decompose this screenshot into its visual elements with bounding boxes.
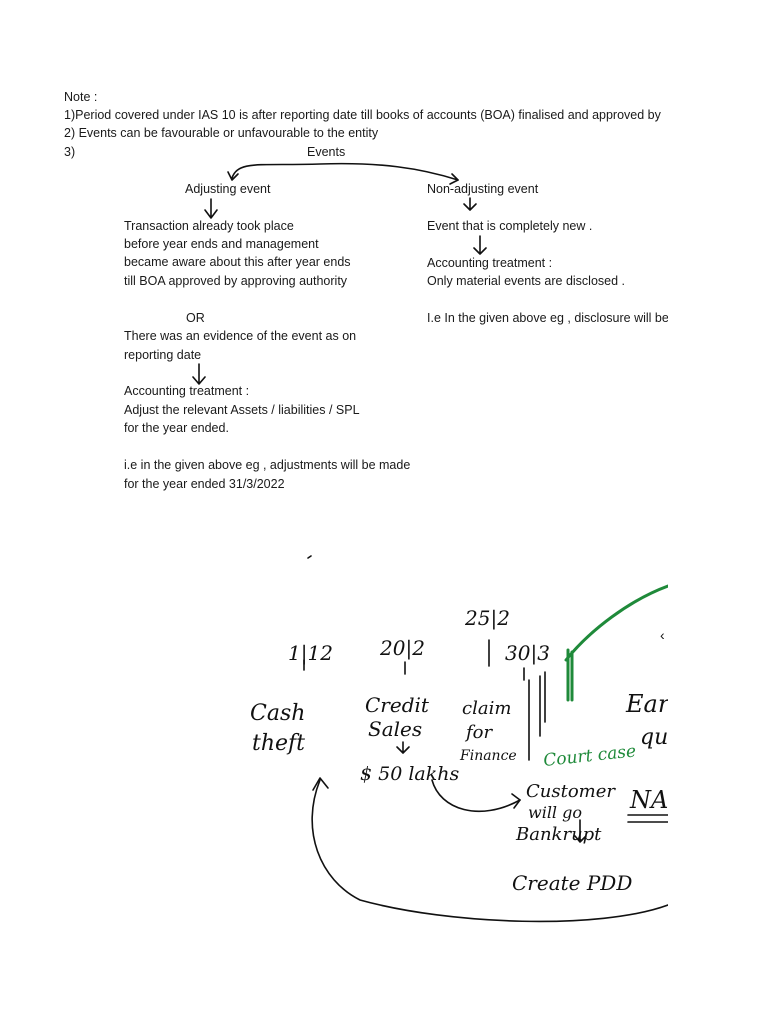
hw-sales: Sales xyxy=(368,717,422,741)
note-point-1: 1)Period covered under IAS 10 is after r… xyxy=(64,108,661,122)
non-adjusting-treatment-line: Only material events are disclosed . xyxy=(427,274,626,288)
year-end-double-line xyxy=(539,671,546,737)
hw-amount: $ 50 lakhs xyxy=(360,763,459,785)
hw-bankrupt: Bankrupt xyxy=(515,824,602,845)
adjusting-alt-line-2: reporting date xyxy=(124,348,202,362)
note-heading: Note : xyxy=(64,90,98,104)
events-title: Events xyxy=(307,145,346,159)
brace-right-hook xyxy=(449,173,459,185)
adjusting-treatment-line-2: for the year ended. xyxy=(124,421,229,435)
adjusting-or-label: OR xyxy=(186,311,205,325)
document-page: Note : 1)Period covered under IAS 10 is … xyxy=(64,90,668,923)
hw-date-1: 1|12 xyxy=(288,641,333,666)
hw-cutoff-mark: ‹ xyxy=(660,627,665,643)
hw-for: for xyxy=(464,722,493,743)
non-adjusting-example-line: I.e In the given above eg , disclosure w… xyxy=(427,311,668,325)
handwritten-annotations: 1|12 20|2 25|2 30|3 Cash theft Credit Sa… xyxy=(192,162,668,923)
green-arrow-stroke xyxy=(564,584,668,662)
long-curved-arrow xyxy=(311,779,668,923)
note-point-2: 2) Events can be favourable or unfavoura… xyxy=(64,126,379,140)
adjusting-example-line-2: for the year ended 31/3/2022 xyxy=(124,477,285,491)
hw-cash: Cash xyxy=(250,701,305,726)
down-arrow-icon xyxy=(574,819,587,843)
non-adjusting-event-heading: Non-adjusting event xyxy=(427,182,539,196)
adjusting-example-line-1: i.e in the given above eg , adjustments … xyxy=(124,458,411,472)
adjusting-treatment-line-1: Adjust the relevant Assets / liabilities… xyxy=(124,403,360,417)
down-arrow-icon xyxy=(192,363,206,385)
hw-finance: Finance xyxy=(459,748,517,764)
adjusting-line-1: Transaction already took place xyxy=(124,219,294,233)
down-arrow-icon xyxy=(396,741,410,754)
note-point-3-marker: 3) xyxy=(64,145,76,159)
hw-cutoff-qu: qu xyxy=(640,725,668,750)
hw-create-pdd: Create PDD xyxy=(512,871,632,895)
adjusting-event-heading: Adjusting event xyxy=(185,182,271,196)
non-adjusting-treatment-heading: Accounting treatment : xyxy=(427,256,553,270)
adjusting-alt-line-1: There was an evidence of the event as on xyxy=(124,329,357,343)
arrow-head xyxy=(511,793,521,809)
arrow-head xyxy=(312,777,329,791)
hw-theft: theft xyxy=(252,731,305,756)
hw-customer: Customer xyxy=(526,781,616,802)
ink-dot xyxy=(307,555,312,559)
events-brace-stroke xyxy=(231,162,459,181)
adjusting-treatment-heading: Accounting treatment : xyxy=(124,384,250,398)
curved-arrow-stroke xyxy=(431,779,521,813)
down-arrow-icon xyxy=(204,198,218,219)
adjusting-line-4: till BOA approved by approving authority xyxy=(124,274,348,288)
hw-will-go: will go xyxy=(528,803,582,822)
adjusting-line-2: before year ends and management xyxy=(124,237,319,251)
hw-cutoff-na: NA xyxy=(629,786,668,814)
green-year-end-line xyxy=(566,648,574,702)
hw-date-4: 30|3 xyxy=(505,641,550,666)
tick-mark xyxy=(523,667,530,761)
down-arrow-icon xyxy=(473,235,487,255)
hw-claim: claim xyxy=(462,698,511,719)
non-adjusting-line-1: Event that is completely new . xyxy=(427,219,593,233)
down-arrow-icon xyxy=(463,197,477,211)
double-underline xyxy=(627,814,668,823)
hw-court-case: Court case xyxy=(542,741,637,771)
brace-left-hook xyxy=(227,171,239,181)
adjusting-line-3: became aware about this after year ends xyxy=(124,255,351,269)
hw-credit: Credit xyxy=(365,693,430,717)
hw-date-3: 25|2 xyxy=(464,606,510,631)
hw-date-2: 20|2 xyxy=(379,636,425,661)
hw-cutoff-ear: Ear xyxy=(625,690,668,718)
